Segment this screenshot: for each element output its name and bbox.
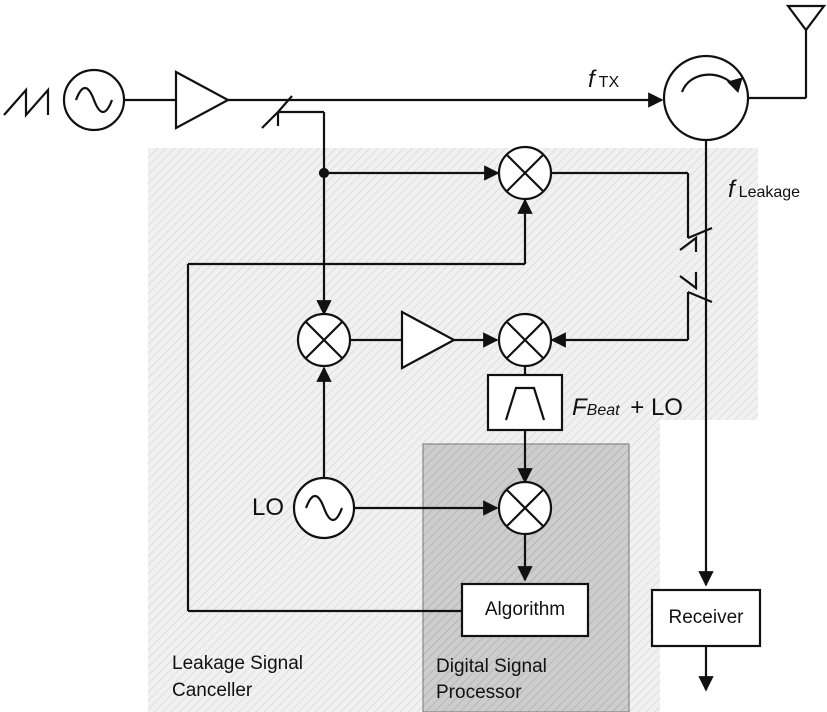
sine-icon [74,86,114,114]
f-beat-symbol: F [572,394,587,421]
receiver-label: Receiver [668,607,744,628]
lo-sine-icon [304,494,344,522]
f-beat-subscript: Beat [586,402,620,419]
lo-label: LO [252,494,285,521]
beat-amplifier [400,310,457,370]
algorithm-label: Algorithm [484,599,566,620]
f-leakage-subscript: Leakage [738,184,801,201]
digital-signal-processor-label: Digital Signal Processor [436,654,547,706]
bandpass-filter [486,373,564,432]
tx-amplifier [174,70,231,130]
leakage-coupler-lower [679,272,713,304]
algorithm-box [460,582,590,638]
leakage-coupler-upper [679,226,713,252]
lsc-label-line1: Leakage Signal [172,653,303,674]
leakage-signal-canceller-label: Leakage Signal Canceller [172,650,303,704]
bandpass-filter-icon [504,386,546,421]
receiver-box [650,588,762,648]
circulator [662,54,750,142]
f-leakage-symbol: f [728,176,735,203]
antenna-icon [785,4,827,32]
f-beat-label: FBeat + LO [572,394,683,422]
sawtooth-icon [3,87,50,118]
f-beat-suffix: + LO [630,394,683,421]
lsc-label-line2: Canceller [172,680,253,701]
dsp-label-line1: Digital Signal [436,656,547,677]
f-tx-symbol: f [588,66,595,93]
f-tx-subscript: TX [598,74,620,91]
dsp-label-line2: Processor [436,682,522,703]
